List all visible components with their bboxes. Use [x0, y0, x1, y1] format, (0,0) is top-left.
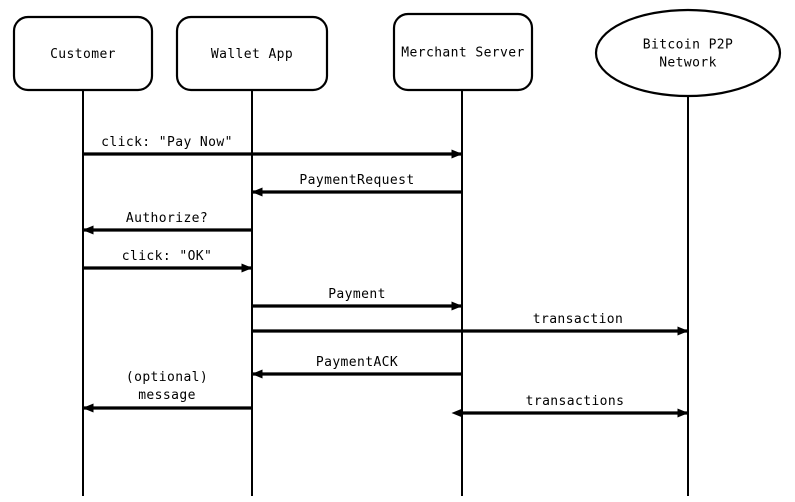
- message-label-msg-click-pay-now: click: "Pay Now": [101, 135, 233, 150]
- message-msg-optional-message[interactable]: (optional) message: [82, 370, 252, 413]
- participant-merchant[interactable]: Merchant Server: [392, 12, 534, 92]
- message-msg-transactions[interactable]: transactions: [451, 394, 689, 418]
- message-msg-payment[interactable]: Payment: [252, 287, 463, 311]
- participant-label-customer: Customer: [50, 47, 116, 62]
- message-label-msg-optional-message: (optional): [126, 370, 208, 385]
- message-label-msg-transactions: transactions: [526, 394, 625, 409]
- participant-label-bitcoin-line2: Network: [659, 56, 717, 71]
- message-label-msg-payment-request: PaymentRequest: [299, 173, 414, 188]
- message-msg-payment-request[interactable]: PaymentRequest: [251, 173, 462, 197]
- message-label-msg-click-ok: click: "OK": [122, 249, 213, 264]
- participant-label-wallet: Wallet App: [211, 47, 293, 62]
- message-msg-transaction[interactable]: transaction: [252, 312, 689, 336]
- message-msg-click-pay-now[interactable]: click: "Pay Now": [83, 135, 463, 159]
- message-msg-click-ok[interactable]: click: "OK": [83, 249, 253, 273]
- message-msg-payment-ack[interactable]: PaymentACK: [251, 355, 462, 379]
- message-msg-authorize[interactable]: Authorize?: [82, 211, 252, 235]
- participant-customer[interactable]: Customer: [12, 15, 154, 92]
- participant-wallet[interactable]: Wallet App: [175, 15, 329, 92]
- participant-shape-bitcoin: [594, 8, 782, 98]
- message-label-msg-payment-ack: PaymentACK: [316, 355, 398, 370]
- participant-label-merchant: Merchant Server: [401, 46, 524, 61]
- participant-bitcoin[interactable]: Bitcoin P2P Network: [594, 8, 782, 98]
- participant-shape-customer: [12, 15, 154, 92]
- participant-shape-wallet: [175, 15, 329, 92]
- message-label-msg-payment: Payment: [328, 287, 386, 302]
- messages-group: click: "Pay Now" PaymentRequestAuthorize?…: [82, 135, 689, 418]
- participant-shape-merchant: [392, 12, 534, 92]
- message-label-msg-transaction: transaction: [533, 312, 624, 327]
- message-label-msg-authorize: Authorize?: [126, 211, 208, 226]
- participant-label-bitcoin: Bitcoin P2P: [643, 38, 734, 53]
- message-label-msg-optional-message-line2: message: [138, 388, 196, 403]
- participant-nodes-group: Customer Wallet App Merchant Server Bitcoin…: [12, 8, 782, 98]
